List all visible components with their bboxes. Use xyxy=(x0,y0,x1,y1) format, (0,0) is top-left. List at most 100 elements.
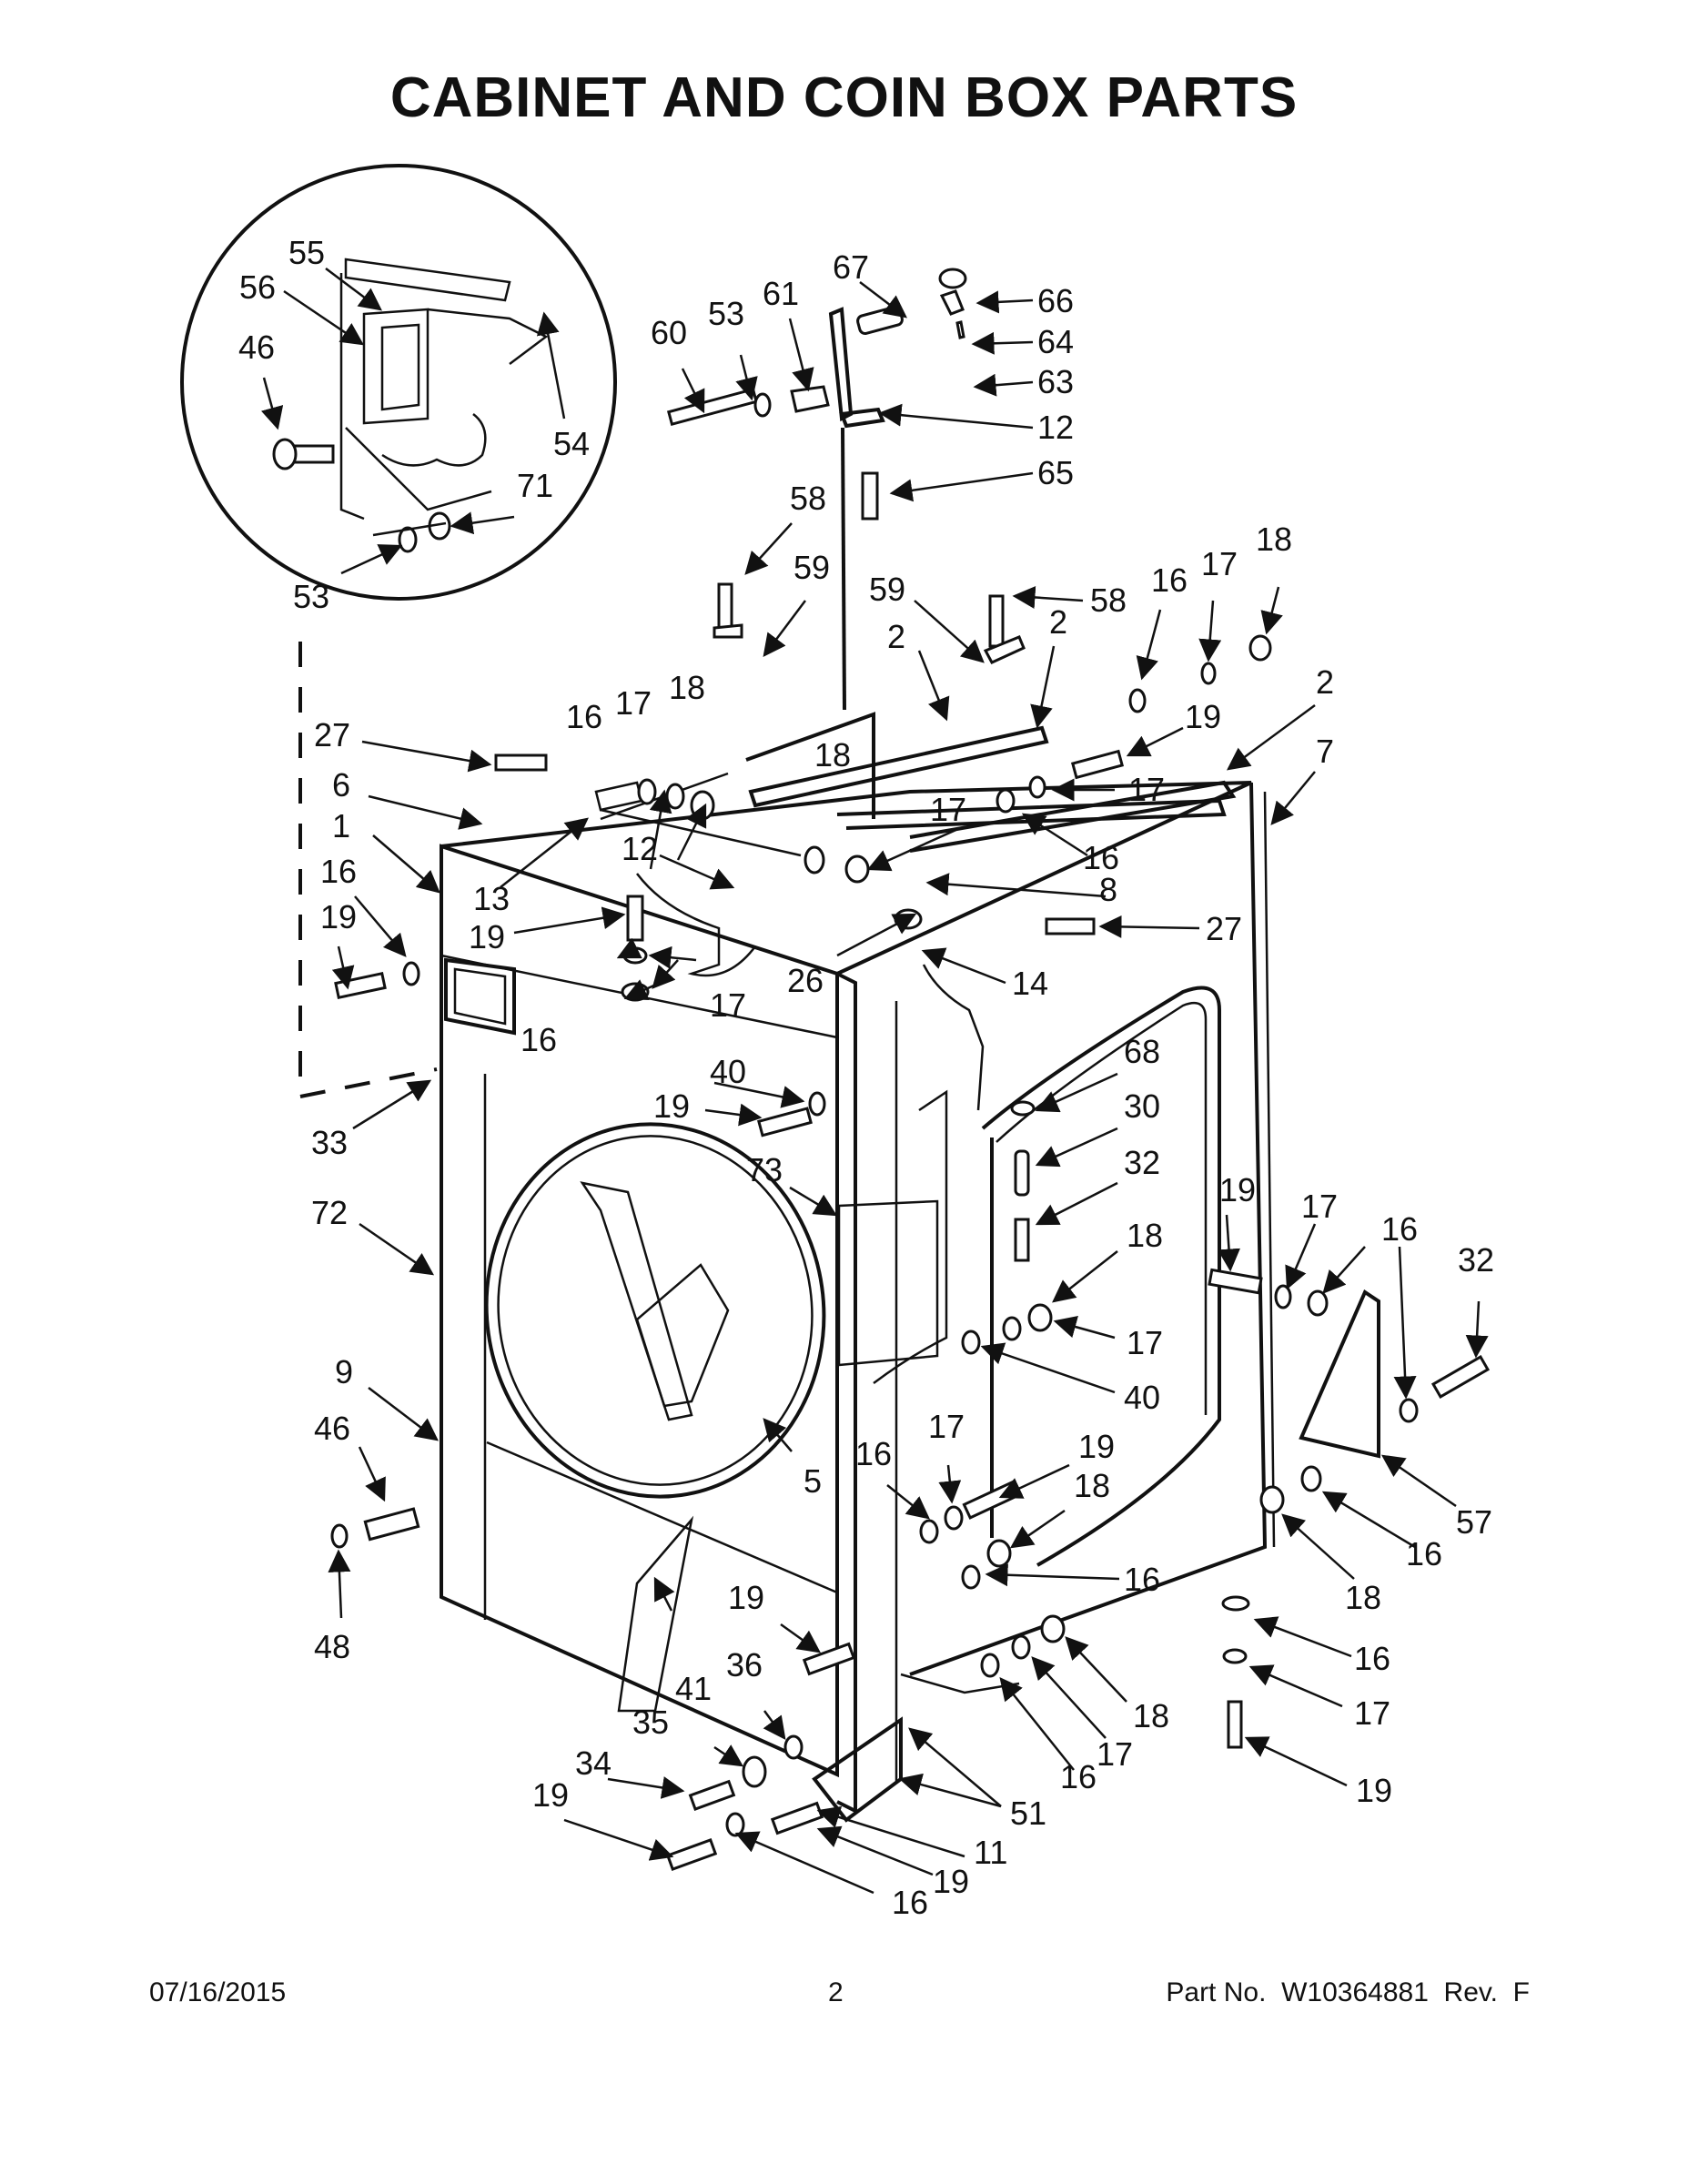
callout-32b: 32 xyxy=(1458,1241,1494,1279)
callout-16a: 16 xyxy=(1151,561,1188,599)
callout-16g: 16 xyxy=(855,1435,892,1472)
callout-14: 14 xyxy=(1012,965,1048,1002)
callout-64: 64 xyxy=(1037,323,1074,360)
callout-34: 34 xyxy=(575,1744,612,1782)
callout-16l: 16 xyxy=(892,1884,928,1921)
callout-2b: 2 xyxy=(1049,603,1067,641)
callout-58b: 58 xyxy=(1090,581,1127,619)
callout-46a: 46 xyxy=(238,329,275,366)
callout-73: 73 xyxy=(746,1151,783,1188)
callout-2c: 2 xyxy=(1316,663,1334,701)
callout-36: 36 xyxy=(726,1646,763,1684)
callout-2a: 2 xyxy=(887,618,905,655)
callout-18d: 18 xyxy=(1127,1217,1163,1254)
callout-17g: 17 xyxy=(1127,1324,1163,1361)
callout-32a: 32 xyxy=(1124,1144,1160,1181)
callout-19c: 19 xyxy=(469,918,505,956)
callout-72: 72 xyxy=(311,1194,348,1231)
callout-12b: 12 xyxy=(622,830,658,867)
callout-26: 26 xyxy=(787,962,824,999)
callout-16b: 16 xyxy=(1083,839,1119,876)
callout-61: 61 xyxy=(763,275,799,312)
callout-66: 66 xyxy=(1037,282,1074,319)
callout-16j: 16 xyxy=(1354,1640,1390,1677)
callout-51: 51 xyxy=(1010,1795,1046,1832)
callout-11: 11 xyxy=(974,1834,1007,1871)
callout-16h: 16 xyxy=(1406,1535,1442,1572)
callout-27a: 27 xyxy=(314,716,350,753)
callout-30: 30 xyxy=(1124,1087,1160,1125)
inset-detail-circle xyxy=(180,164,617,601)
callout-16e: 16 xyxy=(521,1021,557,1058)
callout-71: 71 xyxy=(517,467,553,504)
washer-53-inset xyxy=(398,526,418,553)
callout-1: 1 xyxy=(332,807,350,844)
callout-19h: 19 xyxy=(532,1776,569,1814)
footer-part-number: Part No. W10364881 Rev. F xyxy=(1166,1977,1530,2007)
callout-17c: 17 xyxy=(930,791,966,828)
callout-65: 65 xyxy=(1037,454,1074,491)
cabinet-body xyxy=(440,712,1380,1823)
callout-13: 13 xyxy=(473,880,510,917)
callout-18g: 18 xyxy=(1133,1697,1169,1734)
callout-17e: 17 xyxy=(710,986,746,1024)
callout-53a: 53 xyxy=(293,578,329,615)
callout-16d: 16 xyxy=(566,698,602,735)
callout-18e: 18 xyxy=(1074,1467,1110,1504)
callout-9: 9 xyxy=(335,1353,353,1390)
callout-16c: 16 xyxy=(320,853,357,890)
callout-59a: 59 xyxy=(793,549,830,586)
callout-16f: 16 xyxy=(1381,1210,1418,1248)
callout-17a: 17 xyxy=(1201,545,1238,582)
callout-58a: 58 xyxy=(790,480,826,517)
callout-19a: 19 xyxy=(1185,698,1221,735)
callout-5: 5 xyxy=(804,1462,822,1500)
callout-17h: 17 xyxy=(928,1408,965,1445)
callout-53b: 53 xyxy=(708,295,744,332)
callout-67: 67 xyxy=(833,248,869,286)
callout-68: 68 xyxy=(1124,1033,1160,1070)
callout-54: 54 xyxy=(553,425,590,462)
callout-19i: 19 xyxy=(1356,1772,1392,1809)
callout-35: 35 xyxy=(632,1704,669,1741)
callout-40a: 40 xyxy=(710,1053,746,1090)
callout-19f: 19 xyxy=(1078,1428,1115,1465)
screw-46-inset xyxy=(272,438,335,470)
callout-19e: 19 xyxy=(1219,1171,1256,1208)
callout-59b: 59 xyxy=(869,571,905,608)
callout-17b: 17 xyxy=(1128,771,1165,808)
callout-17d: 17 xyxy=(615,684,652,722)
callout-46b: 46 xyxy=(314,1410,350,1447)
callout-27b: 27 xyxy=(1206,910,1242,947)
callout-16i: 16 xyxy=(1124,1561,1160,1598)
callout-48: 48 xyxy=(314,1628,350,1665)
callout-labels: 55 56 46 54 71 53 67 61 53 60 66 64 63 1… xyxy=(238,234,1494,1921)
callout-19j: 19 xyxy=(933,1863,969,1900)
footer-date: 07/16/2015 xyxy=(149,1977,287,2007)
callout-18c: 18 xyxy=(669,669,705,706)
callout-63: 63 xyxy=(1037,363,1074,400)
callout-12a: 12 xyxy=(1037,409,1074,446)
leader-lines xyxy=(261,268,1489,1895)
callout-8: 8 xyxy=(1099,871,1117,908)
callout-56a: 56 xyxy=(239,268,276,306)
callout-18b: 18 xyxy=(814,736,851,774)
callout-18f: 18 xyxy=(1345,1579,1381,1616)
callout-16k: 16 xyxy=(1060,1758,1097,1795)
callout-19g: 19 xyxy=(728,1579,764,1616)
callout-18a: 18 xyxy=(1256,521,1292,558)
callout-17j: 17 xyxy=(1097,1735,1133,1773)
callout-19b: 19 xyxy=(320,898,357,935)
inset-link-line xyxy=(298,642,438,1099)
callout-41: 41 xyxy=(675,1670,712,1707)
callout-17i: 17 xyxy=(1354,1694,1390,1732)
callout-17f: 17 xyxy=(1301,1188,1338,1225)
callout-7: 7 xyxy=(1316,733,1334,770)
callout-55a: 55 xyxy=(288,234,325,271)
page-title: CABINET AND COIN BOX PARTS xyxy=(389,66,1299,129)
footer-page-number: 2 xyxy=(828,1977,844,2007)
callout-40b: 40 xyxy=(1124,1379,1160,1416)
callout-33: 33 xyxy=(311,1124,348,1161)
callout-19d: 19 xyxy=(653,1087,690,1125)
